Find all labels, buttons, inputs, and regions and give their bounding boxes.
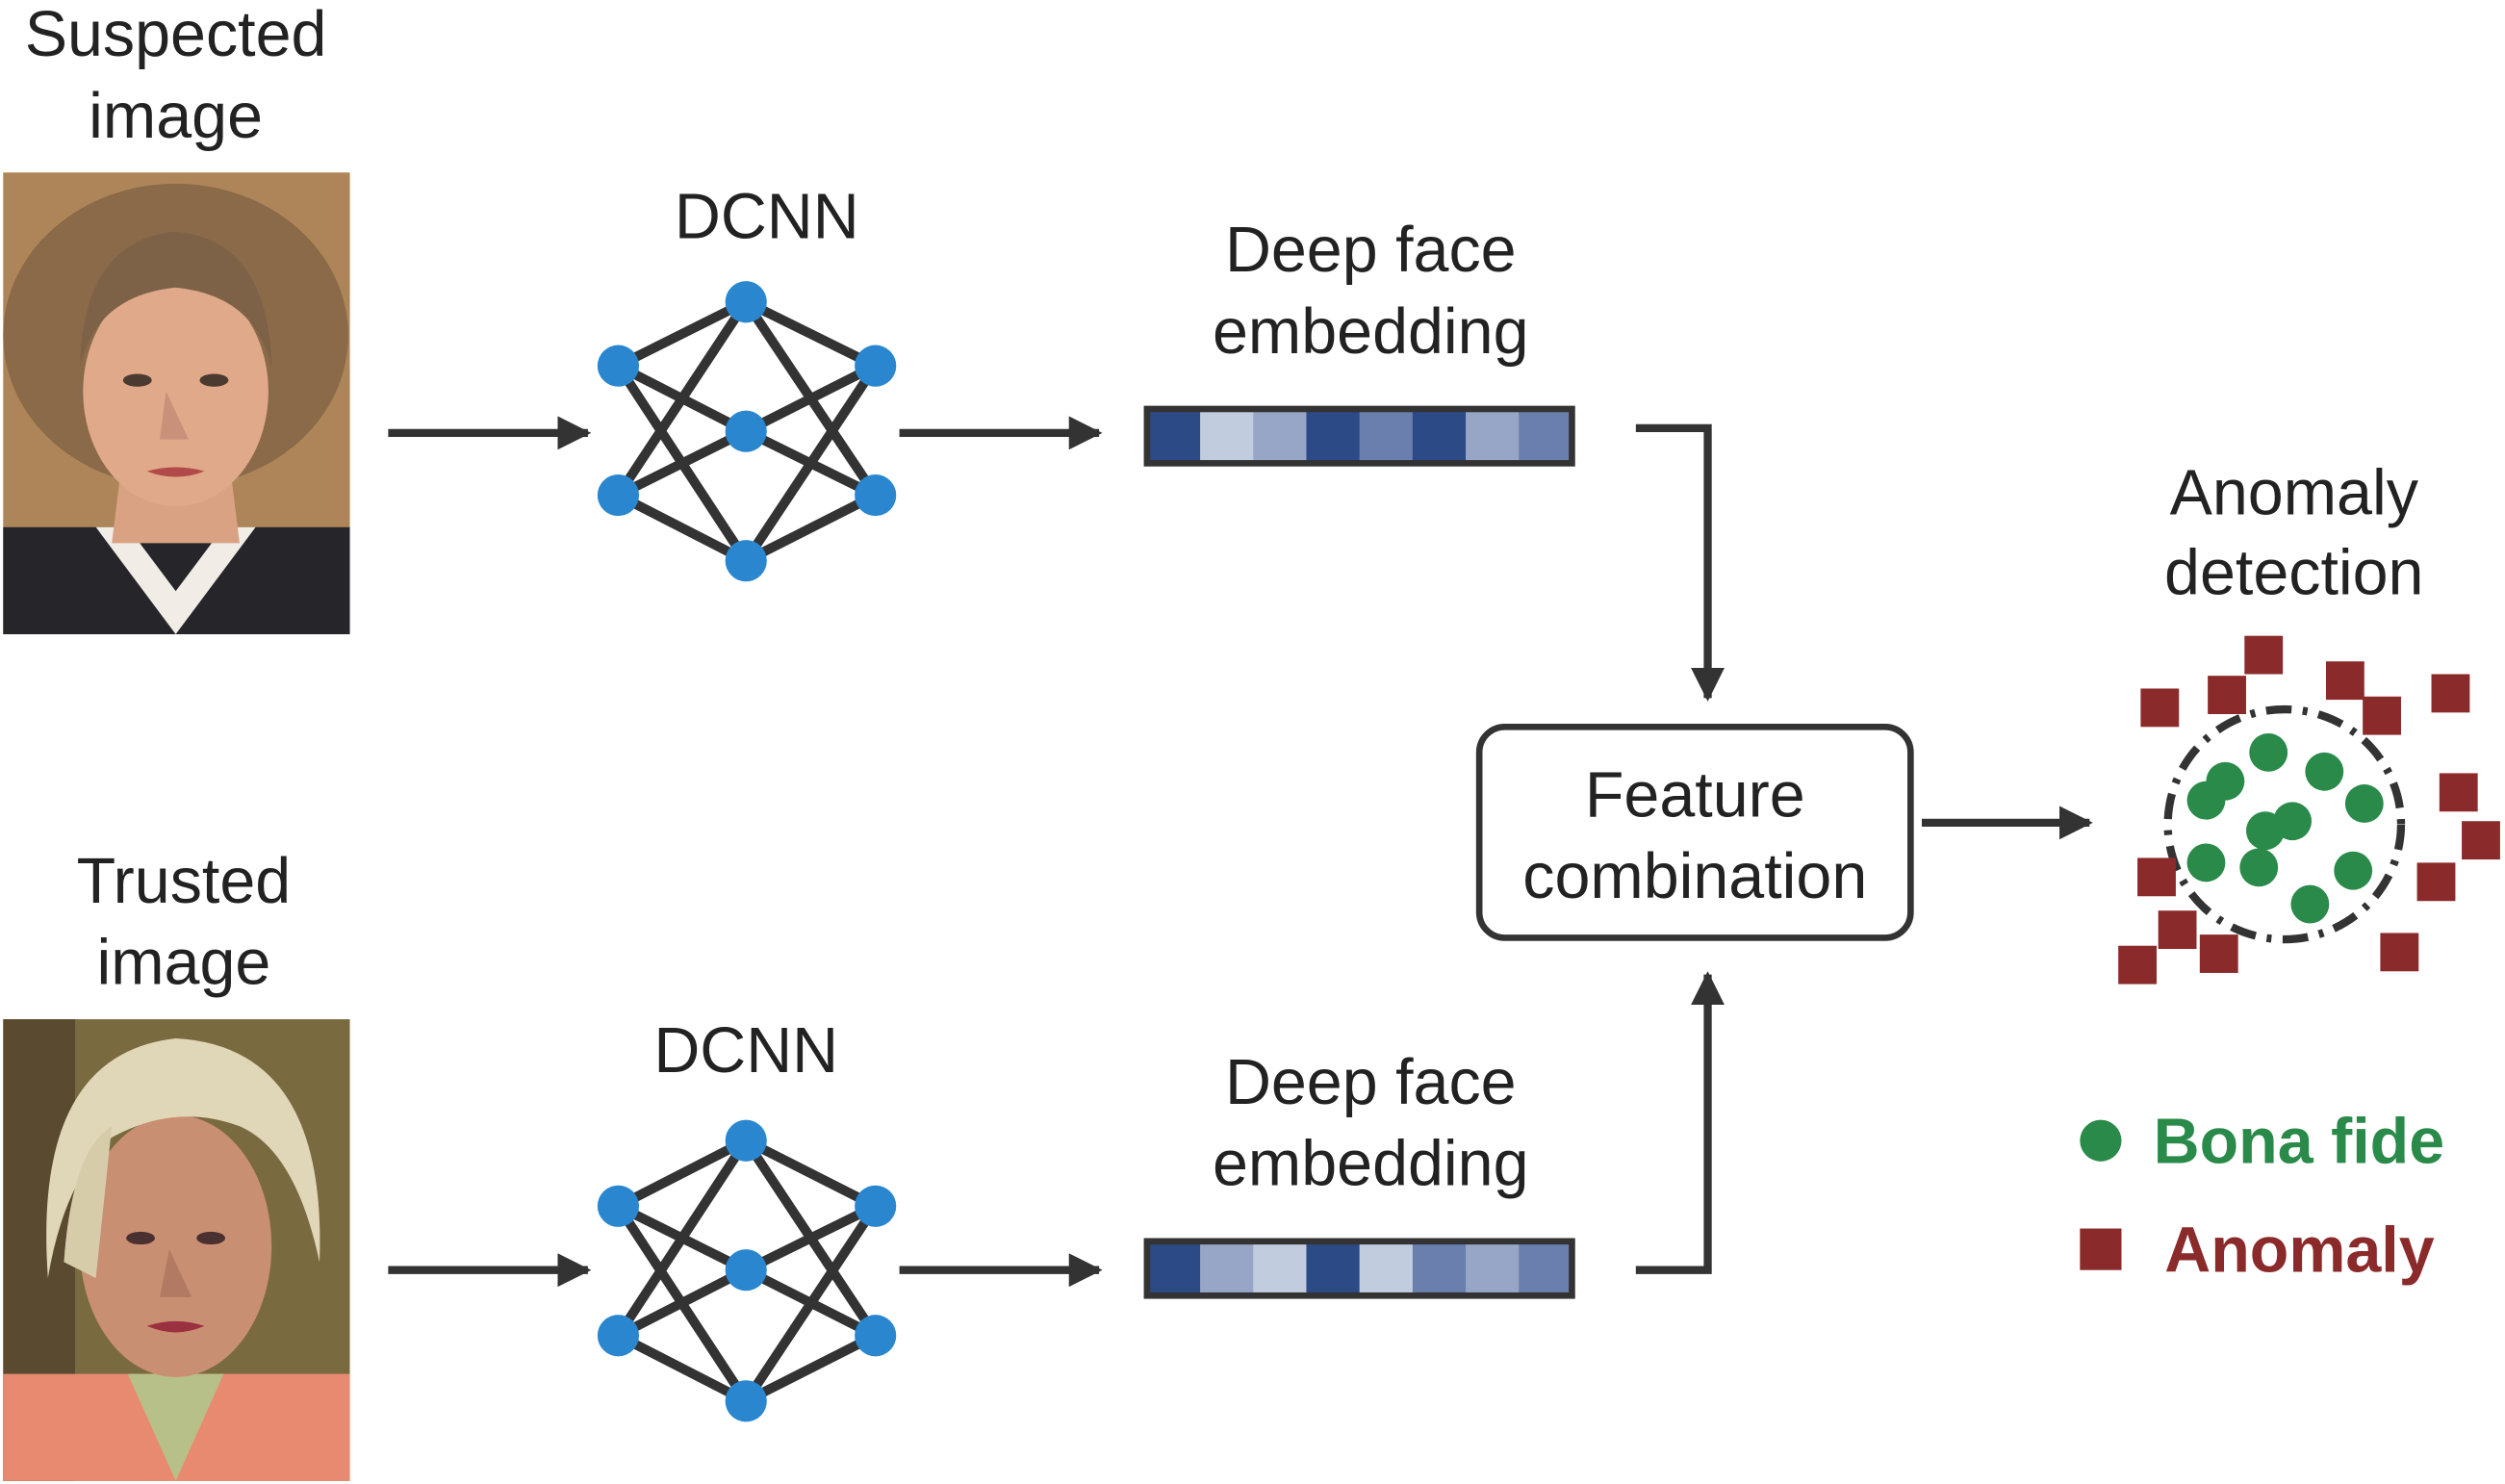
dcnn-top-label: DCNN: [675, 181, 859, 252]
dcnn-node: [855, 345, 897, 387]
dcnn-bottom-label: DCNN: [653, 1015, 838, 1087]
embedding-bottom-label: Deep face: [1225, 1047, 1517, 1118]
dcnn-node: [597, 474, 639, 517]
embedding-top-frame: [1143, 405, 1575, 467]
legend-bona-fide-marker: [2080, 1119, 2122, 1162]
dcnn-node: [725, 1249, 767, 1292]
bona-fide-points: [2186, 732, 2384, 924]
embedding-cell: [1306, 408, 1361, 464]
anomaly-point: [2325, 661, 2364, 701]
anomaly-point: [2208, 676, 2246, 715]
anomaly-point: [2462, 821, 2500, 860]
embedding-cell: [1146, 1241, 1201, 1296]
suspected-face-photo: [3, 172, 350, 635]
anomaly-point: [2439, 773, 2478, 812]
anomaly-point: [2158, 910, 2197, 950]
legend-anomaly-marker: [2080, 1228, 2122, 1270]
bona-fide-point: [2334, 851, 2373, 890]
embedding-cell: [1146, 408, 1201, 464]
anomaly-point: [2137, 857, 2176, 897]
embedding-cell: [1253, 1241, 1308, 1296]
bona-fide-point: [2186, 843, 2226, 883]
embedding-cell: [1466, 1241, 1521, 1296]
bona-fide-point: [2239, 848, 2279, 887]
suspected-image-label: Suspected: [25, 0, 327, 70]
legend-bona-fide-label: Bona fide: [2154, 1106, 2444, 1177]
bona-fide-point: [2344, 784, 2384, 823]
embedding-cell: [1466, 408, 1521, 464]
embedding-top-label-line2: embedding: [1213, 296, 1529, 368]
embedding-cell: [1253, 408, 1308, 464]
dcnn-bottom-nodes: [597, 1119, 897, 1422]
dcnn-node: [725, 1380, 767, 1422]
arrow-embedding-top-to-feature: [1635, 423, 1725, 702]
bona-fide-point: [2186, 780, 2226, 820]
suspected-image-label-line2: image: [89, 81, 263, 152]
embedding-cell: [1412, 1241, 1467, 1296]
anomaly-point: [2380, 933, 2419, 972]
trusted-image-label: Trusted: [77, 846, 292, 917]
anomaly-detection-title-line2: detection: [2164, 538, 2423, 609]
anomaly-point: [2244, 635, 2284, 675]
embedding-top-label: Deep face: [1225, 215, 1517, 286]
feature-combination-box: [1475, 723, 1914, 941]
embedding-cell: [1359, 408, 1414, 464]
embedding-cell: [1359, 1241, 1414, 1296]
dcnn-node: [855, 474, 897, 517]
anomaly-point: [2140, 688, 2180, 728]
anomaly-point: [2118, 945, 2157, 985]
dcnn-node: [855, 1315, 897, 1357]
trusted-image-label-line2: image: [96, 928, 270, 999]
dcnn-node: [597, 345, 639, 387]
embedding-cell: [1412, 408, 1467, 464]
bona-fide-point: [2290, 884, 2330, 924]
anomaly-point: [2416, 862, 2456, 902]
trusted-face-photo: [3, 1019, 350, 1481]
bona-fide-point: [2249, 732, 2288, 772]
embedding-bottom-label-line2: embedding: [1213, 1129, 1529, 1200]
embedding-cell: [1519, 408, 1573, 464]
embedding-cell: [1200, 1241, 1255, 1296]
dcnn-top-nodes: [597, 281, 897, 582]
dcnn-node: [725, 281, 767, 323]
anomaly-points: [2118, 635, 2500, 985]
embedding-cell: [1519, 1241, 1573, 1296]
anomaly-point: [2363, 696, 2401, 735]
decision-boundary: [2163, 704, 2406, 944]
arrow-embedding-bottom-to-feature: [1635, 971, 1725, 1274]
dcnn-top-network: [614, 297, 880, 566]
bona-fide-point: [2245, 811, 2285, 851]
dcnn-node: [725, 540, 767, 582]
dcnn-node: [725, 410, 767, 452]
anomaly-point: [2199, 934, 2238, 973]
dcnn-bottom-network: [614, 1136, 880, 1406]
embedding-bottom-frame: [1143, 1238, 1575, 1299]
anomaly-detection-title: Anomaly: [2170, 458, 2419, 529]
dcnn-node: [725, 1119, 767, 1162]
embedding-top-vector: [1146, 408, 1573, 464]
dcnn-node: [597, 1185, 639, 1227]
feature-combination-label: Feature: [1585, 759, 1805, 831]
embedding-cell: [1200, 408, 1255, 464]
embedding-cell: [1306, 1241, 1361, 1296]
legend-anomaly-label: Anomaly: [2164, 1215, 2434, 1286]
dcnn-node: [597, 1315, 639, 1357]
feature-combination-label-line2: combination: [1522, 841, 1867, 912]
embedding-bottom-vector: [1146, 1241, 1573, 1296]
anomaly-point: [2431, 674, 2470, 713]
bona-fide-point: [2305, 752, 2344, 791]
dcnn-node: [855, 1185, 897, 1227]
